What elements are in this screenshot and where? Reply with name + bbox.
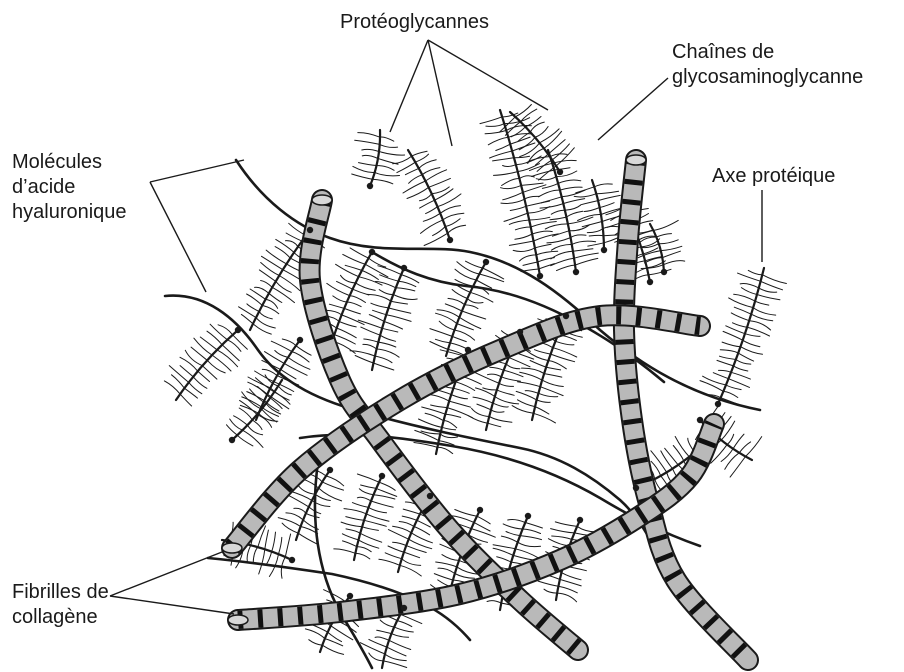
attachment-point <box>447 237 453 243</box>
attachment-point <box>465 347 471 353</box>
glycosaminoglycan-chains <box>393 151 466 245</box>
label-hyaluronic-acid: Molécules d’acide hyaluronique <box>12 150 127 225</box>
attachment-point <box>401 605 407 611</box>
label-leader-line <box>150 160 244 182</box>
attachment-point <box>517 329 523 335</box>
label-collagen-fibrils: Fibrilles de collagène <box>12 580 109 630</box>
attachment-point <box>483 259 489 265</box>
attachment-point <box>379 473 385 479</box>
proteoglycan <box>164 324 247 406</box>
label-leader-line <box>598 78 668 140</box>
label-glycosaminoglycan-chains: Chaînes de glycosaminoglycanne <box>672 40 863 90</box>
attachment-point <box>647 279 653 285</box>
label-leader-line <box>428 40 548 110</box>
collagen-fibril <box>624 155 748 660</box>
attachment-point <box>307 227 313 233</box>
proteoglycan <box>700 268 786 406</box>
attachment-point <box>661 269 667 275</box>
attachment-point <box>401 265 407 271</box>
fibril-end <box>228 615 248 625</box>
proteoglycan <box>350 266 419 370</box>
attachment-point <box>557 169 563 175</box>
attachment-point <box>633 485 639 491</box>
fibril-end <box>312 195 332 205</box>
proteoglycan <box>393 150 466 246</box>
glycosaminoglycan-chains <box>164 324 247 406</box>
attachment-point <box>369 249 375 255</box>
attachment-point <box>327 467 333 473</box>
hyaluronic-acid-molecule <box>165 296 662 560</box>
attachment-point <box>525 513 531 519</box>
attachment-point <box>573 269 579 275</box>
attachment-point <box>367 183 373 189</box>
label-leader-line <box>390 40 428 132</box>
attachment-point <box>563 313 569 319</box>
fibril-end <box>626 155 646 165</box>
label-leader-line <box>150 182 206 292</box>
label-leader-line <box>110 552 222 596</box>
attachment-point <box>601 247 607 253</box>
core-protein-axis <box>372 268 404 370</box>
attachment-point <box>347 593 353 599</box>
attachment-point <box>697 417 703 423</box>
attachment-point <box>297 337 303 343</box>
attachment-point <box>289 557 295 563</box>
attachment-point <box>235 327 241 333</box>
label-leader-line <box>110 596 234 614</box>
attachment-point <box>477 507 483 513</box>
attachment-point <box>537 273 543 279</box>
attachment-point <box>577 517 583 523</box>
label-proteoglycans: Protéoglycannes <box>340 10 489 35</box>
label-leader-line <box>428 40 452 146</box>
attachment-point <box>715 401 721 407</box>
proteoglycan <box>334 474 397 560</box>
glycosaminoglycan-chains <box>352 133 405 184</box>
attachment-point <box>229 437 235 443</box>
core-protein-axis <box>370 130 380 186</box>
fibril-end <box>222 543 242 553</box>
core-protein-axis <box>232 380 282 440</box>
proteoglycan <box>352 130 405 186</box>
core-protein-axis <box>330 252 372 348</box>
attachment-point <box>427 493 433 499</box>
label-core-protein: Axe protéique <box>712 164 835 189</box>
